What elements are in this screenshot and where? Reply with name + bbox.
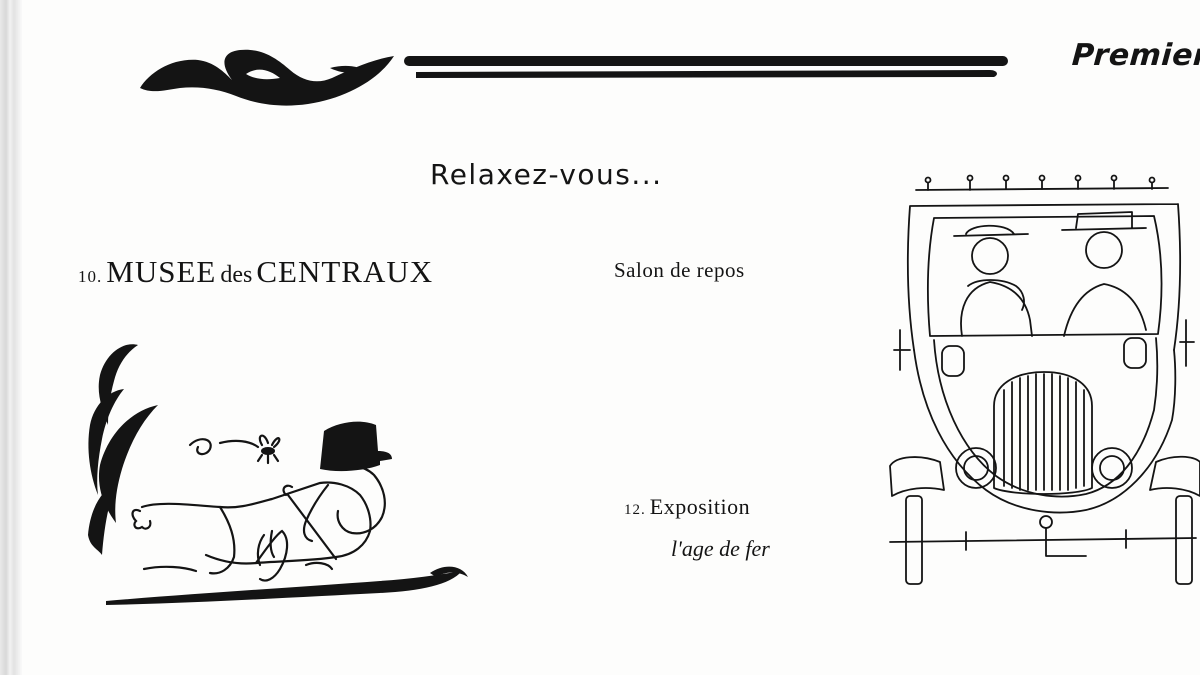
man-arm <box>302 483 330 543</box>
swoosh-ornament <box>140 49 394 106</box>
flourish-left-4 <box>88 483 116 555</box>
entry-name: Exposition <box>649 494 751 519</box>
wheel-left <box>905 495 923 585</box>
entry-number: 12. <box>624 502 646 518</box>
fly-swirl-2 <box>218 439 260 449</box>
woman-face <box>971 237 1009 275</box>
man-coat <box>1063 283 1147 337</box>
cane <box>282 484 338 561</box>
header-rule-top <box>404 56 1008 66</box>
entry-number: 10. <box>78 267 103 286</box>
entry-name-part2: des <box>220 262 253 288</box>
header-title: Premier <box>1070 38 1200 73</box>
entry-name-part3: CENTRAUX <box>256 254 434 289</box>
headlamp-left <box>955 447 997 489</box>
entry-subtitle: l'age de fer <box>671 536 770 561</box>
ground-wave <box>106 571 462 605</box>
page-edge <box>0 0 22 675</box>
flourish-left-3 <box>98 405 158 523</box>
top-hat <box>320 421 392 472</box>
fender-left <box>889 456 945 497</box>
crank <box>1039 515 1053 529</box>
man-face <box>330 464 386 535</box>
woman-hat <box>953 224 1029 237</box>
insect-body <box>261 447 275 455</box>
header-rule-bottom <box>416 70 997 78</box>
man-face <box>1085 231 1123 269</box>
woman-coat <box>960 281 1033 337</box>
flourish-left-2 <box>88 389 124 495</box>
insect-wings <box>258 434 281 449</box>
man-foot <box>256 529 276 567</box>
headlamp-left-inner <box>963 455 989 481</box>
man-hand-left <box>131 508 152 530</box>
wheel-right <box>1175 495 1193 585</box>
radiator <box>993 371 1093 495</box>
roof-finials <box>924 174 1156 191</box>
woman-fur <box>967 279 1025 311</box>
side-lamp-left <box>941 345 965 377</box>
entry-description: Salon de repos <box>614 258 745 282</box>
canopy-inner <box>927 215 1163 337</box>
axle-detail <box>965 527 1127 557</box>
swoosh-tail <box>330 65 368 74</box>
man-hat <box>1061 211 1147 231</box>
canopy <box>907 203 1181 351</box>
side-fittings <box>893 319 1195 371</box>
headlamp-right <box>1091 447 1133 489</box>
header-ornament <box>140 49 1008 106</box>
entry-10: 10. MUSEE des CENTRAUX <box>78 254 433 290</box>
car-body <box>913 349 1177 514</box>
entry-12: 12. Exposition <box>624 494 750 520</box>
car-body-inner <box>933 337 1159 498</box>
insect-legs <box>256 453 280 465</box>
side-lamp-right <box>1123 337 1147 369</box>
vintage-car-illustration <box>889 174 1200 585</box>
axle <box>889 537 1197 543</box>
fender-right <box>1149 455 1200 497</box>
entry-name-part1: MUSEE <box>106 254 217 289</box>
man-body <box>140 481 372 565</box>
ground-curl <box>430 566 468 577</box>
fly-swirl-1 <box>188 438 212 456</box>
section-heading: Relaxez-vous... <box>430 158 663 191</box>
reclining-man-illustration <box>88 344 468 605</box>
headlamp-right-inner <box>1099 455 1125 481</box>
ground-mark-2 <box>304 561 334 571</box>
man-belly <box>208 505 236 575</box>
ground-mark-1 <box>142 565 198 573</box>
radiator-grille <box>1003 373 1085 491</box>
